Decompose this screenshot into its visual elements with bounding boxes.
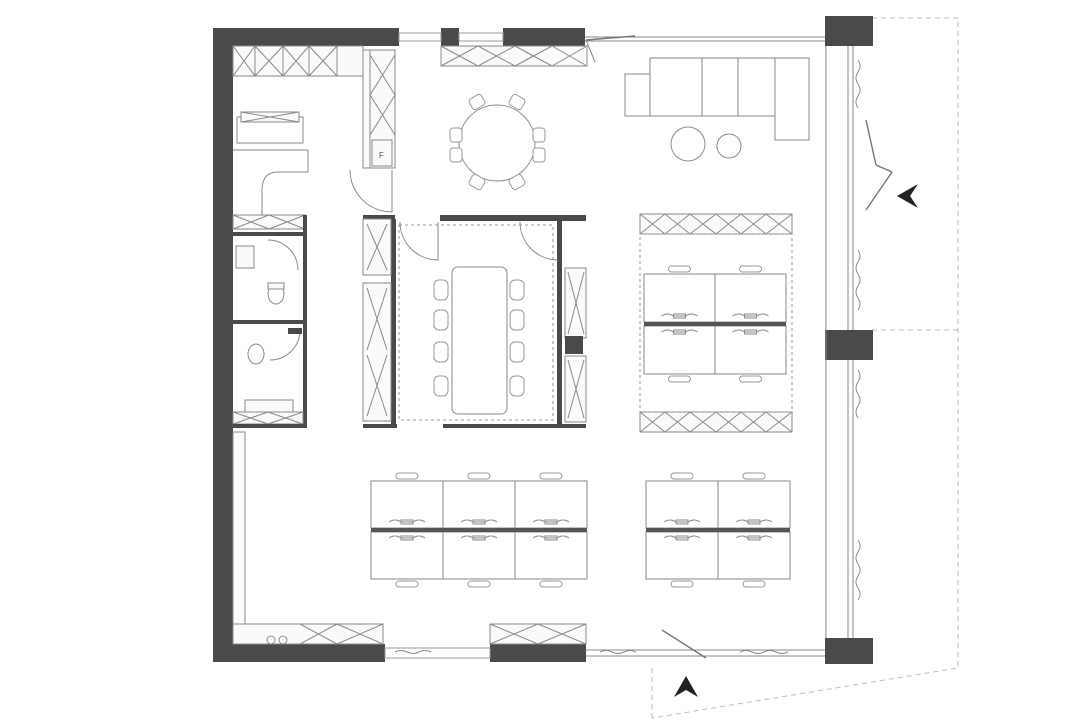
desk [370, 531, 444, 580]
monitor [532, 519, 570, 523]
keyboard [744, 313, 757, 319]
monitor [388, 519, 426, 523]
chair [467, 472, 491, 480]
monitor [388, 535, 426, 539]
monitor [732, 329, 769, 333]
exterior-walls [213, 16, 873, 664]
monitor [460, 519, 498, 523]
chair [668, 375, 691, 383]
keyboard [472, 535, 486, 541]
workstation-clusters [370, 265, 791, 588]
keyboard [472, 519, 486, 525]
desk-cluster [370, 472, 588, 588]
keyboard [673, 329, 686, 335]
monitor [735, 535, 773, 539]
desk [717, 531, 791, 580]
terrace-outline [651, 17, 959, 719]
monitor [663, 519, 701, 523]
desk [514, 531, 588, 580]
desk [442, 480, 516, 529]
chair [739, 375, 762, 383]
desk-divider [371, 528, 587, 532]
fridge-label: F [379, 151, 384, 160]
desk [643, 273, 716, 323]
arrowhead-left-icon [897, 184, 918, 208]
desk [514, 480, 588, 529]
chair [668, 265, 691, 273]
desk [370, 480, 444, 529]
desk [643, 325, 716, 375]
storage-cabinets [232, 45, 793, 645]
desk-cluster [643, 265, 787, 383]
monitor [661, 313, 698, 317]
conference-room [362, 215, 587, 428]
desk [714, 325, 787, 375]
keyboard [544, 519, 558, 525]
chair [670, 580, 694, 588]
keyboard [544, 535, 558, 541]
chair [742, 580, 766, 588]
chair [739, 265, 762, 273]
desk-divider [644, 322, 786, 326]
chair [395, 580, 419, 588]
keyboard [673, 313, 686, 319]
keyboard [400, 535, 414, 541]
desk-cluster [645, 472, 791, 588]
keyboard [747, 519, 761, 525]
monitor [735, 519, 773, 523]
kitchen: F [232, 45, 396, 215]
entrance-door-right[interactable] [865, 119, 893, 211]
keyboard [747, 535, 761, 541]
monitor [460, 535, 498, 539]
lounge-sofas [624, 57, 810, 162]
desk [717, 480, 791, 529]
keyboard [675, 519, 689, 525]
desk [645, 480, 719, 529]
desk [442, 531, 516, 580]
desk [645, 531, 719, 580]
chair [539, 580, 563, 588]
monitor [661, 329, 698, 333]
chair [467, 580, 491, 588]
arrowhead-up-icon [674, 676, 698, 697]
keyboard [744, 329, 757, 335]
monitor [663, 535, 701, 539]
chair [742, 472, 766, 480]
monitor [532, 535, 570, 539]
chair [539, 472, 563, 480]
desk [714, 273, 787, 323]
round-meeting-table [449, 93, 546, 191]
restrooms [232, 214, 307, 428]
monitor [732, 313, 769, 317]
chair [670, 472, 694, 480]
desk-divider [646, 528, 790, 532]
keyboard [400, 519, 414, 525]
entrance-door-bottom[interactable] [585, 35, 707, 659]
keyboard [675, 535, 689, 541]
chair [395, 472, 419, 480]
